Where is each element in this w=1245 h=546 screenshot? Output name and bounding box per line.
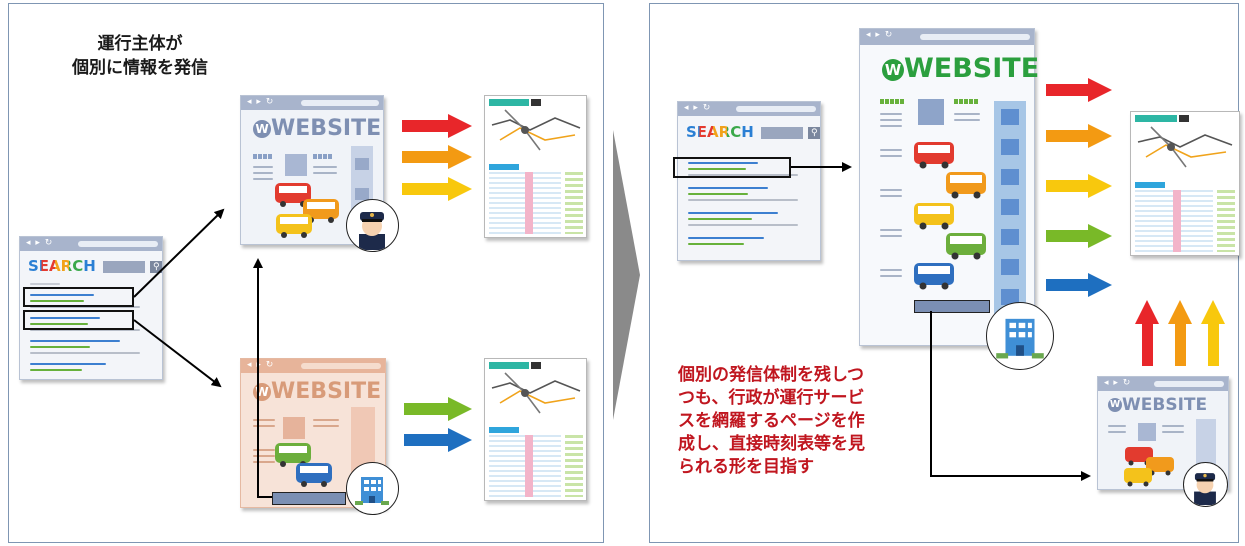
- browser-nav-icon: ◂ ▸ ↻: [1104, 378, 1132, 388]
- website-logo-icon: W: [253, 383, 271, 401]
- browser-nav-icon: ◂ ▸ ↻: [247, 360, 275, 370]
- search-icon[interactable]: ⚲: [808, 126, 821, 139]
- building-icon: [986, 302, 1054, 370]
- website-logo-icon: W: [253, 120, 271, 138]
- timetable-doc-right: [1130, 111, 1240, 256]
- caption-line: 個別の発信体制を残しつ: [678, 365, 864, 385]
- caption-line: スを網羅するページを作: [678, 411, 865, 431]
- website-logo-icon: W: [1108, 398, 1122, 412]
- left-panel-title: 運行主体が 個別に情報を発信: [40, 32, 240, 80]
- browser-toolbar: ◂ ▸ ↻: [20, 237, 162, 251]
- conductor-avatar-icon: [346, 199, 399, 252]
- search-browser-right: ◂ ▸ ↻ SEARCH ⚲: [677, 101, 821, 261]
- search-logo: SEARCH ⚲: [28, 257, 163, 275]
- title-line-1: 運行主体が: [97, 34, 183, 54]
- browser-nav-icon: ◂ ▸ ↻: [866, 30, 894, 40]
- search-field[interactable]: [761, 126, 804, 139]
- caption-line: られる形を目指す: [678, 457, 814, 477]
- caption-text: 個別の発信体制を残しつ つも、行政が運行サービ スを網羅するページを作 成し、直…: [678, 364, 865, 479]
- title-line-2: 個別に情報を発信: [72, 58, 208, 78]
- website-logo-icon: W: [882, 58, 904, 81]
- building-icon: [346, 462, 399, 515]
- search-logo: SEARCH ⚲: [686, 123, 821, 141]
- search-result-highlight[interactable]: [673, 157, 791, 178]
- link-button-right[interactable]: [914, 300, 990, 313]
- conductor-avatar-icon: [1183, 462, 1228, 507]
- search-browser-left: ◂ ▸ ↻ SEARCH ⚲: [19, 236, 163, 380]
- caption-line: つも、行政が運行サービ: [678, 388, 865, 408]
- search-result-highlight-2[interactable]: [23, 310, 134, 330]
- timetable-doc-bottom-left: [484, 358, 587, 501]
- browser-nav-icon: ◂ ▸ ↻: [247, 97, 275, 107]
- timetable-doc-top-left: [484, 95, 587, 238]
- search-result-highlight-1[interactable]: [23, 287, 134, 307]
- search-field[interactable]: [103, 260, 146, 273]
- browser-nav-icon: ◂ ▸ ↻: [684, 103, 712, 113]
- search-icon[interactable]: ⚲: [150, 260, 163, 273]
- caption-line: 成し、直接時刻表等を見: [678, 434, 865, 454]
- link-button-left[interactable]: [272, 492, 346, 505]
- browser-nav-icon: ◂ ▸ ↻: [26, 238, 54, 248]
